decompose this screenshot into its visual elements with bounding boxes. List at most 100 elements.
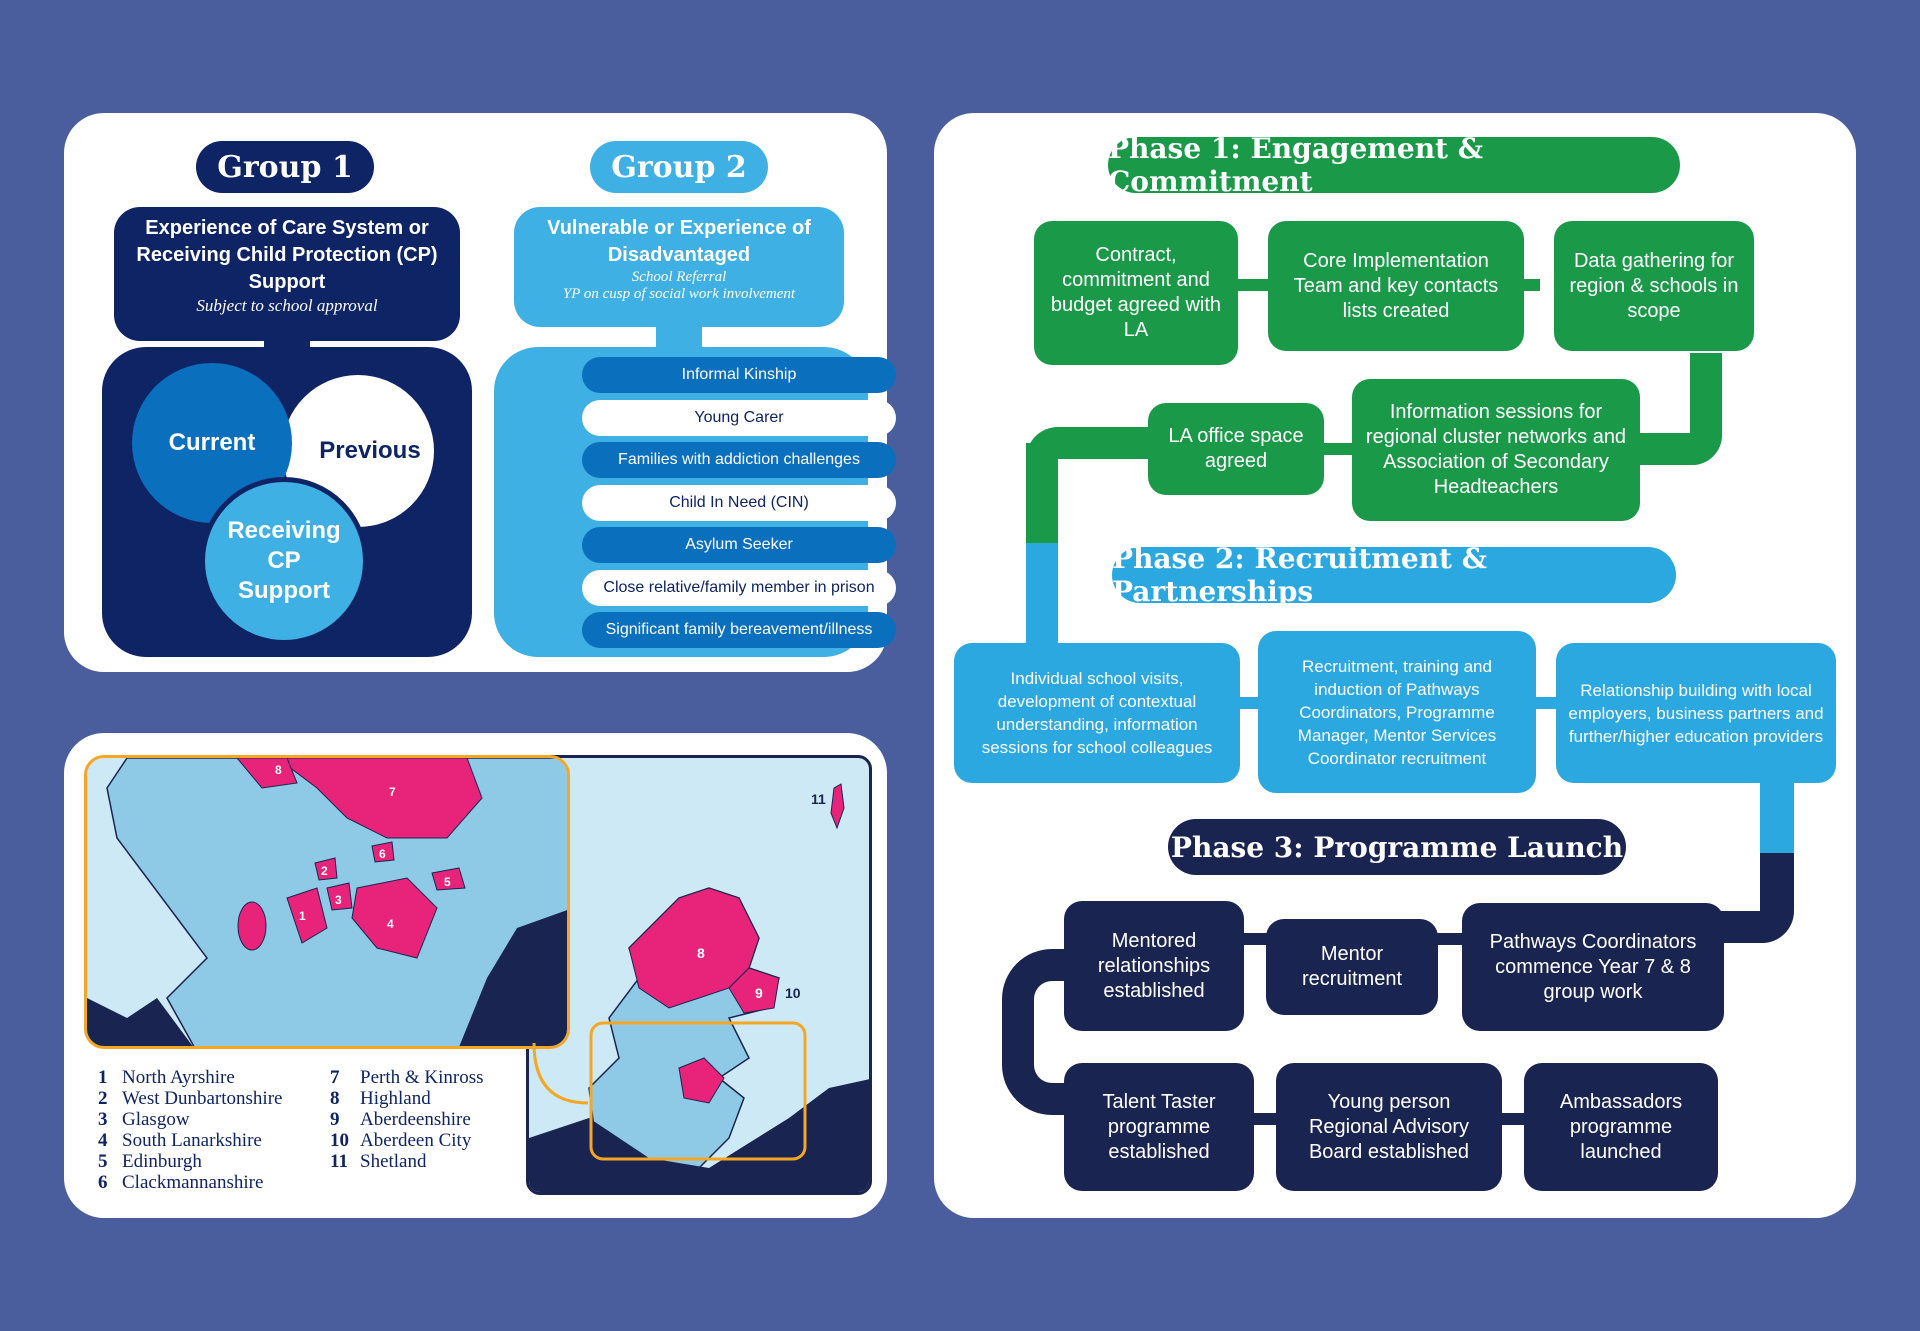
group1-note: Subject to school approval [196, 296, 378, 315]
venn-current-label: Current [168, 429, 256, 456]
map-label-9: 9 [755, 985, 763, 1001]
p1-step-info: Information sessions for regional cluste… [1352, 379, 1640, 521]
inset-map: 8 7 6 5 4 2 3 1 [87, 758, 567, 1046]
group2-heading: Vulnerable or Experience of Disadvantage… [547, 217, 811, 266]
map-legend-right: 7 Perth & Kinross 8 Highland 9 Aberdeenshir… [330, 1067, 484, 1172]
legend-item: 7 Perth & Kinross [330, 1067, 484, 1088]
venn-receiving-label: Receiving CP Support [227, 517, 341, 604]
inset-label-3: 3 [335, 893, 342, 907]
inset-lanark-region [351, 877, 438, 959]
legend-name: South Lanarkshire [122, 1130, 262, 1151]
central-regions [678, 1057, 725, 1104]
aberdeenshire-region [728, 967, 780, 1014]
highland-region [628, 887, 760, 1009]
inset-glasgow-region [326, 882, 353, 911]
legend-item: 9 Aberdeenshire [330, 1109, 484, 1130]
p3-step-ambassadors: Ambassadors programme launched [1524, 1063, 1718, 1191]
legend-name: Clackmannanshire [122, 1172, 264, 1193]
inset-sea-east [459, 910, 567, 1046]
p2-step-relationship: Relationship building with local employe… [1556, 643, 1836, 783]
legend-name: Perth & Kinross [360, 1067, 484, 1088]
legend-name: Aberdeenshire [360, 1109, 471, 1130]
map-label-11: 11 [811, 791, 826, 807]
group1-title: Group 1 [196, 141, 374, 193]
venn-receiving: Receiving CP Support [200, 477, 368, 645]
legend-item: 11 Shetland [330, 1151, 484, 1172]
legend-name: Edinburgh [122, 1151, 202, 1172]
scotland-map-frame: 8 9 10 11 [526, 755, 872, 1195]
inset-label-6: 6 [379, 847, 386, 861]
group2-note2: YP on cusp of social work involvement [562, 286, 796, 302]
inset-label-2: 2 [321, 864, 328, 878]
map-label-10: 10 [785, 985, 801, 1001]
inset-ayrshire-region [286, 887, 328, 944]
p3-step-pathways: Pathways Coordinators commence Year 7 & … [1462, 903, 1724, 1031]
shetland [830, 783, 845, 830]
legend-name: Highland [360, 1088, 431, 1109]
legend-item: 8 Highland [330, 1088, 484, 1109]
phase3-title: Phase 3: Programme Launch [1168, 819, 1626, 875]
inset-highland-region [236, 758, 298, 789]
p1-step-core: Core Implementation Team and key contact… [1268, 221, 1524, 351]
group2-stem [656, 325, 702, 349]
inset-label-4: 4 [387, 917, 394, 931]
venn-previous-label: Previous [319, 437, 421, 464]
p3-step-mentored: Mentored relationships established [1064, 901, 1244, 1031]
p2-link-left-down [1026, 543, 1058, 643]
legend-name: West Dunbartonshire [122, 1088, 283, 1109]
inset-label-5: 5 [444, 875, 451, 889]
scotland-map: 8 9 10 11 [529, 783, 869, 1192]
legend-item: 4 South Lanarkshire [98, 1130, 282, 1151]
p1-step-office: LA office space agreed [1148, 403, 1324, 495]
p2-step-visits: Individual school visits, development of… [954, 643, 1240, 783]
legend-name: Shetland [360, 1151, 427, 1172]
inset-label-8: 8 [275, 763, 282, 777]
phase2-title: Phase 2: Recruitment & Partnerships [1112, 542, 1676, 608]
legend-item: 3 Glasgow [98, 1109, 282, 1130]
inset-arran [237, 901, 267, 951]
p1-link-info-right [1634, 433, 1722, 465]
inset-clack-region [371, 841, 395, 863]
p2-step-recruit: Recruitment, training and induction of P… [1258, 631, 1536, 793]
legend-num: 2 [98, 1088, 108, 1109]
legend-num: 8 [330, 1088, 340, 1109]
legend-num: 3 [98, 1109, 108, 1130]
group2-item: Families with addiction challenges [582, 442, 896, 478]
p1-link-left-down [1026, 443, 1058, 543]
p1-step-data: Data gathering for region & schools in s… [1554, 221, 1754, 351]
inset-perth-region [276, 758, 483, 839]
p3-step-advisory: Young person Regional Advisory Board est… [1276, 1063, 1502, 1191]
map-panel: 8 9 10 11 8 7 6 5 4 2 3 [64, 733, 887, 1218]
legend-name: North Ayrshire [122, 1067, 235, 1088]
inset-dunbarton-region [314, 857, 338, 881]
p1-step-contract: Contract, commitment and budget agreed w… [1034, 221, 1238, 365]
legend-num: 6 [98, 1172, 108, 1193]
legend-num: 11 [330, 1151, 348, 1172]
group1-heading: Experience of Care System or Receiving C… [136, 217, 438, 293]
inset-map-frame: 8 7 6 5 4 2 3 1 [84, 755, 570, 1049]
p3-step-talent: Talent Taster programme established [1064, 1063, 1254, 1191]
inset-label-1: 1 [299, 909, 306, 923]
legend-num: 10 [330, 1130, 349, 1151]
legend-num: 7 [330, 1067, 340, 1088]
england-land [529, 1079, 869, 1192]
legend-num: 9 [330, 1109, 340, 1130]
phase1-title: Phase 1: Engagement & Commitment [1108, 132, 1680, 198]
group2-item: Child In Need (CIN) [582, 484, 896, 521]
map-label-8: 8 [697, 945, 705, 961]
inset-sea-south [87, 998, 193, 1046]
legend-num: 4 [98, 1130, 108, 1151]
p3-step-mentor: Mentor recruitment [1266, 919, 1438, 1015]
group2-item: Informal Kinship [582, 357, 896, 393]
group2-item: Significant family bereavement/illness [582, 612, 896, 648]
zoom-highlight-rect [589, 1021, 807, 1161]
group2-heading-box: Vulnerable or Experience of Disadvantage… [514, 207, 844, 327]
legend-item: 2 West Dunbartonshire [98, 1088, 282, 1109]
group2-item: Close relative/family member in prison [582, 569, 896, 606]
p1-link-office-info [1318, 443, 1358, 455]
inset-edinburgh-region [431, 867, 466, 891]
legend-name: Glasgow [122, 1109, 190, 1130]
